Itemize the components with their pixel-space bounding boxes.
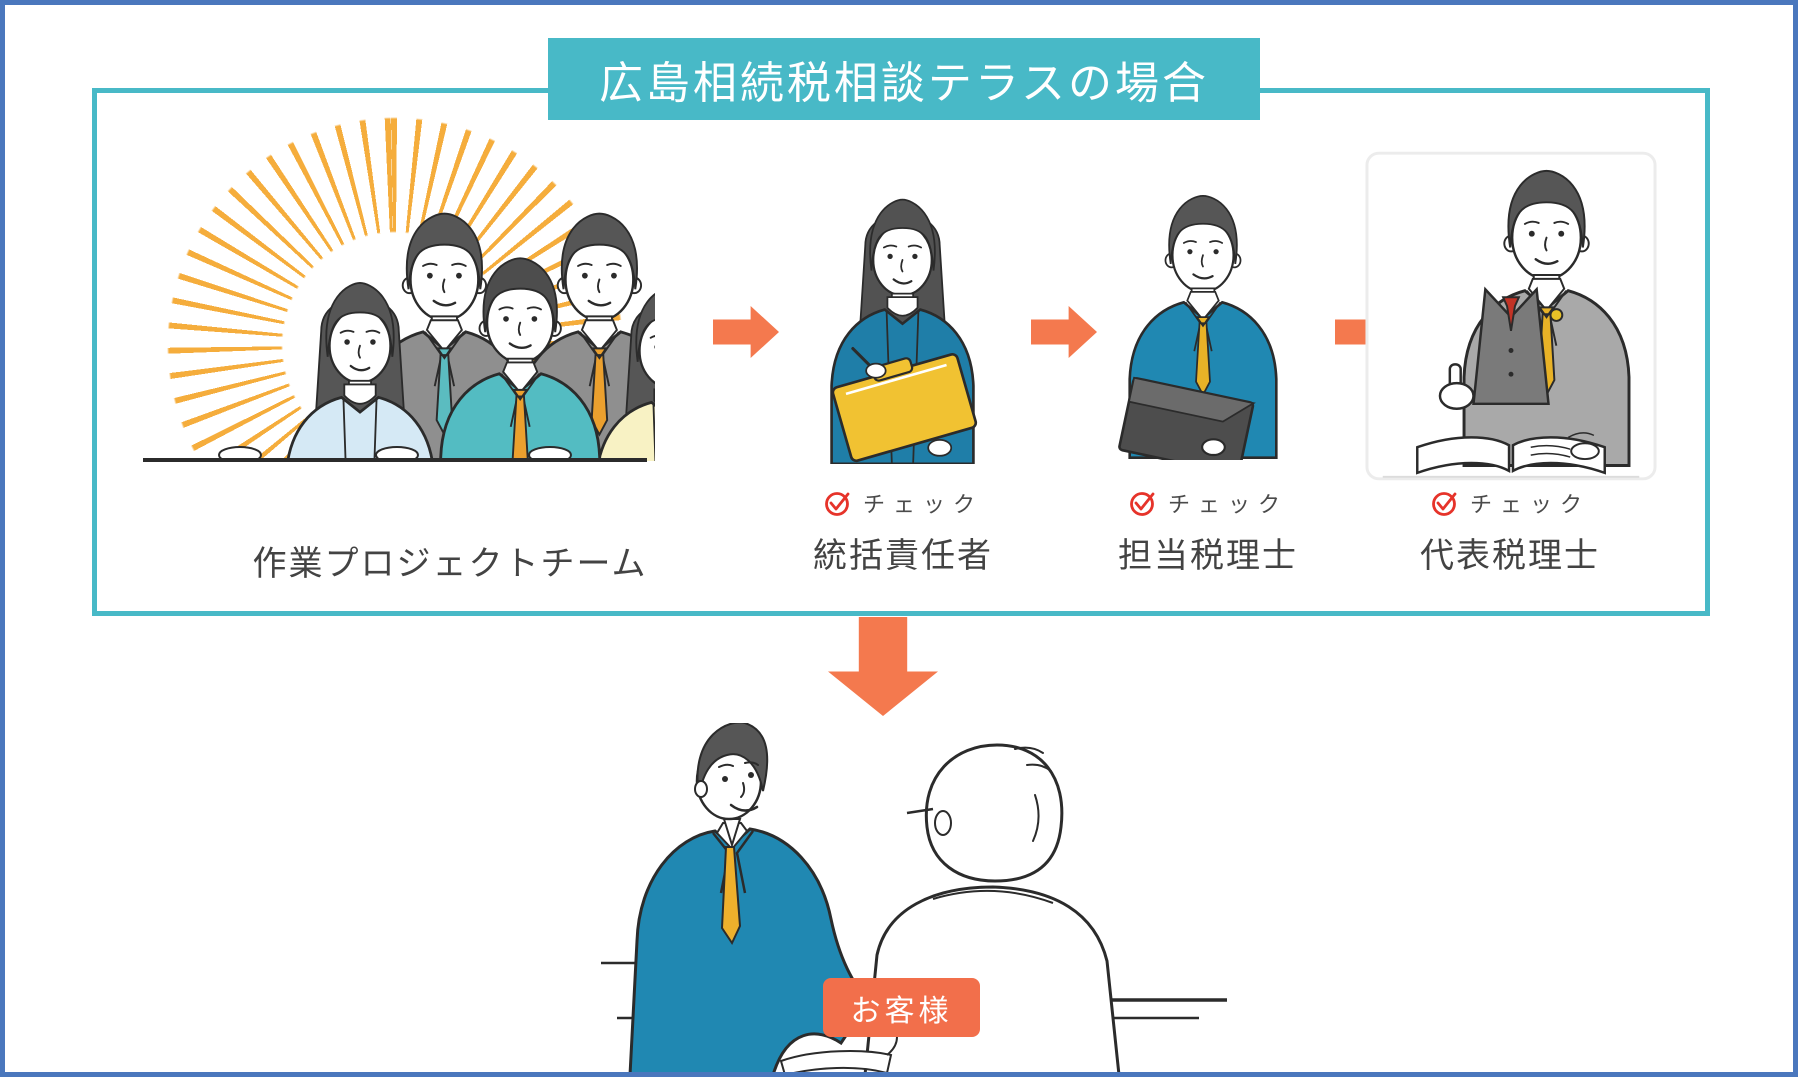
- check-label: チェック: [1167, 493, 1288, 518]
- step-supervisor: チェック 統括責任者: [798, 487, 1008, 577]
- role-label: 代表税理士: [1420, 536, 1600, 576]
- arrow-down-icon: [828, 617, 938, 716]
- check-label: チェック: [862, 493, 983, 518]
- representative-illustration: [1365, 151, 1657, 481]
- page-title: 広島相続税相談テラスの場合: [598, 58, 1210, 109]
- supervisor-illustration: [830, 198, 978, 464]
- role-label: 担当税理士: [1118, 536, 1298, 576]
- check-label: チェック: [1469, 493, 1590, 518]
- check-icon: [1130, 492, 1155, 516]
- check-icon: [825, 492, 850, 516]
- check-row: チェック: [1103, 487, 1313, 519]
- step-representative: チェック 代表税理士: [1405, 487, 1615, 577]
- team-illustration: [135, 212, 655, 467]
- step-accountant: チェック 担当税理士: [1103, 487, 1313, 577]
- customer-badge-label: お客様: [850, 993, 953, 1029]
- team-label: 作業プロジェクトチーム: [252, 544, 648, 584]
- consultation-illustration: [601, 723, 1227, 1072]
- check-icon: [1432, 492, 1457, 516]
- customer-badge: お客様: [823, 978, 980, 1037]
- accountant-illustration: [1118, 194, 1278, 460]
- title-banner: 広島相続税相談テラスの場合: [548, 38, 1260, 120]
- check-row: チェック: [798, 487, 1008, 519]
- check-row: チェック: [1405, 487, 1615, 519]
- role-label: 統括責任者: [813, 536, 993, 576]
